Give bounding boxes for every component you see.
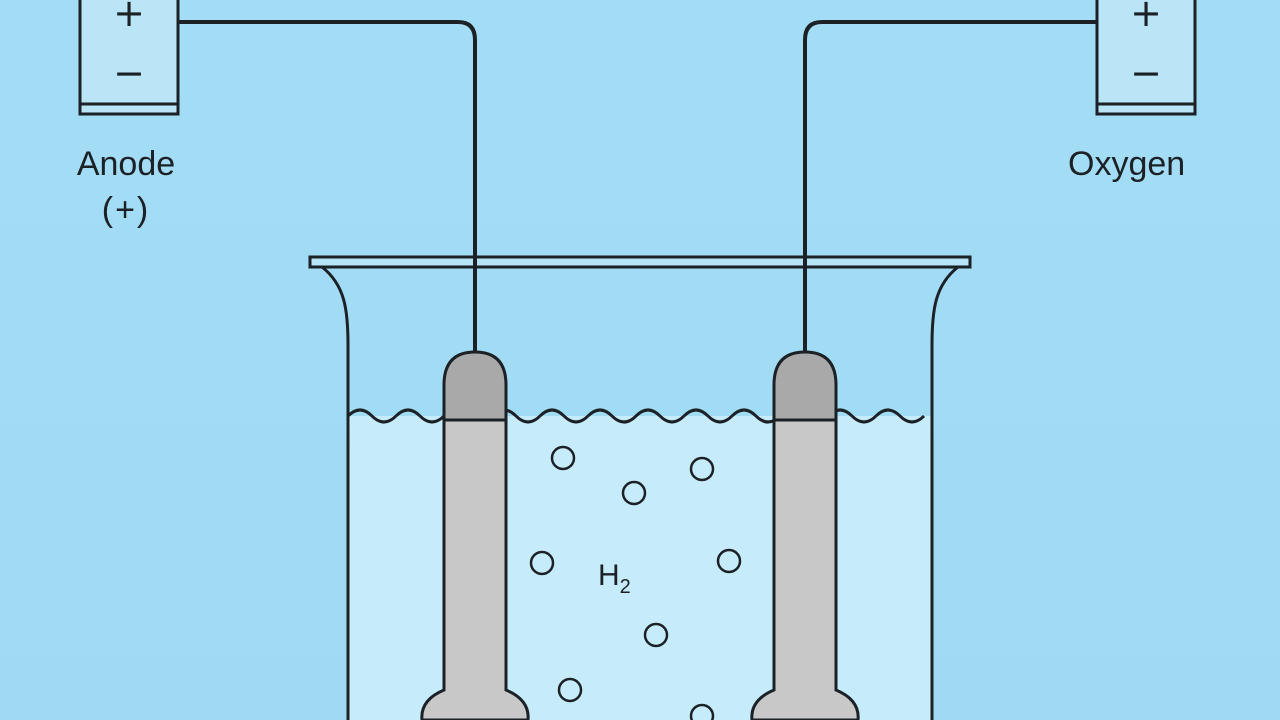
gas-bubble-icon [529, 550, 555, 576]
gas-bubble-icon [557, 677, 583, 703]
left-battery-minus-sign: − [113, 51, 145, 95]
gas-symbol: H [598, 559, 620, 592]
right-battery-plus-sign: + [1130, 0, 1162, 35]
gas-bubble-icon [716, 548, 742, 574]
left-battery-plus-sign: + [113, 0, 145, 35]
right-battery-icon [1095, 0, 1197, 116]
electrolyte-liquid [348, 416, 932, 720]
right-wire [803, 20, 1097, 356]
left-electrode-rod-icon [420, 350, 530, 720]
gas-bubble-icon [689, 456, 715, 482]
gas-bubble-icon [643, 622, 669, 648]
gas-bubble-icon [689, 703, 715, 720]
gas-bubble-icon [621, 480, 647, 506]
right-electrode-rod-icon [750, 350, 860, 720]
beaker-icon [308, 255, 972, 720]
hydrogen-gas-label: H2 [598, 558, 631, 605]
oxygen-label: Oxygen [1068, 145, 1186, 183]
right-battery-minus-sign: − [1130, 51, 1162, 95]
gas-subscript: 2 [619, 576, 631, 598]
gas-bubble-icon [550, 445, 576, 471]
left-battery-icon [78, 0, 180, 116]
anode-label: Anode [76, 145, 176, 183]
anode-sign-label: (+) [101, 191, 151, 229]
left-wire [178, 20, 477, 356]
